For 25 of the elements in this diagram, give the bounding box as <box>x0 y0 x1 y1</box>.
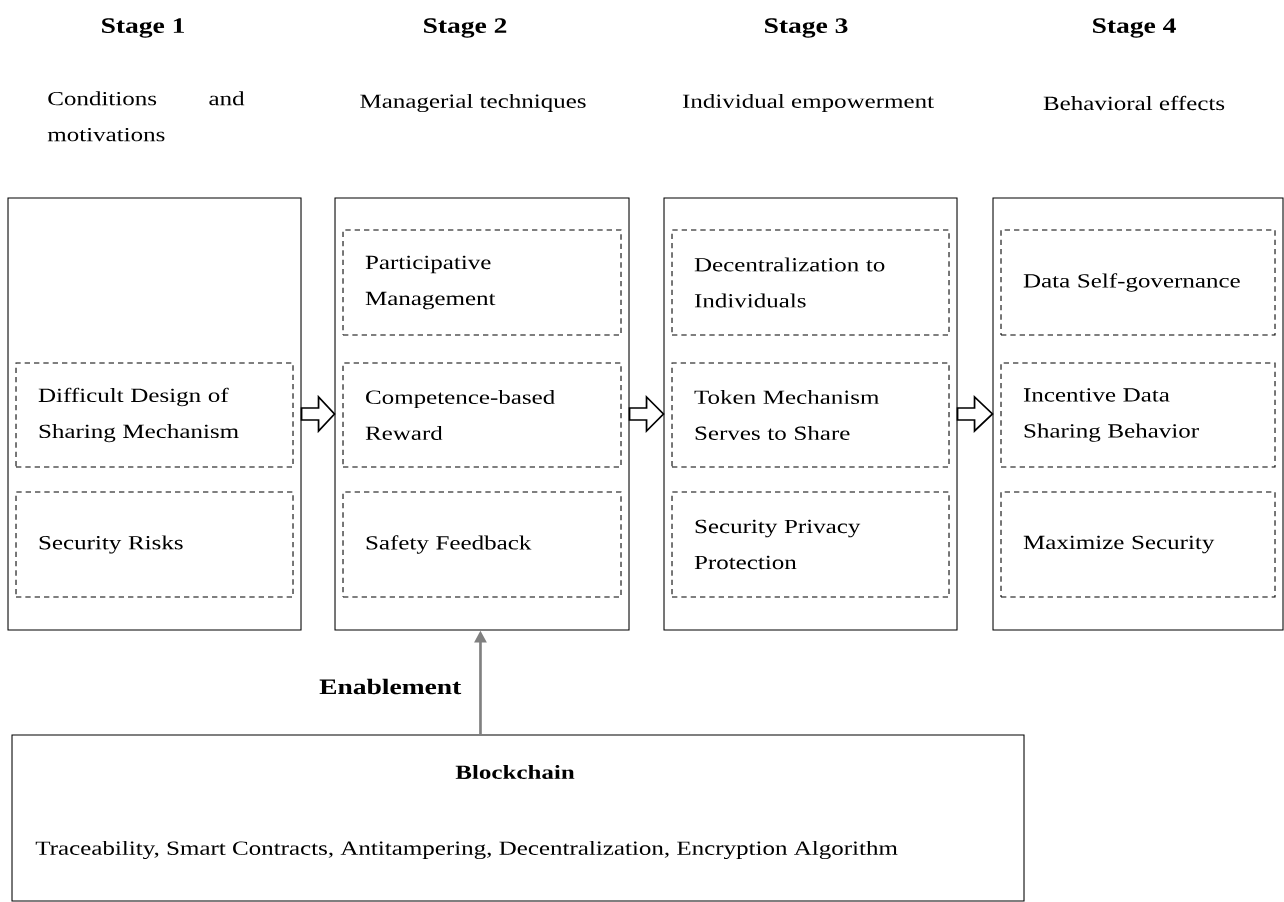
stage-heading: Stage 4 <box>1093 18 1176 38</box>
dashed-box: Data Self-governance <box>1000 229 1276 336</box>
edge-label: Enablement <box>319 678 462 695</box>
stage-heading: Stage 1 <box>102 18 184 38</box>
stage-heading: Stage 2 <box>424 18 507 38</box>
dashed-box: Security Risks <box>15 491 294 598</box>
dashed-box: Security Privacy Protection <box>671 491 950 598</box>
dashed-box: Incentive Data Sharing Behavior <box>1000 362 1276 468</box>
dashed-box: Difficult Design of Sharing Mechanism <box>15 362 294 468</box>
heading: Blockchain <box>455 764 575 779</box>
dashed-box: Participative Management <box>342 229 622 336</box>
stage-subtitle: Managerial techniques <box>360 93 586 113</box>
stage-heading: Stage 3 <box>765 18 848 38</box>
hollow-arrow <box>956 394 994 433</box>
text: Traceability, Smart Contracts, Antitampering, Decentralization, Encryption Algorithm <box>35 840 898 860</box>
hollow-arrow <box>628 394 665 434</box>
dashed-box: Competence-based Reward <box>342 362 622 468</box>
stage-subtitle: Behavioral effects <box>1043 95 1225 111</box>
hollow-arrow <box>300 394 336 434</box>
dashed-box: Safety Feedback <box>342 491 622 598</box>
stage-subtitle: Individual empowerment <box>682 93 934 113</box>
dashed-box: Decentralization to Individuals <box>671 229 950 336</box>
dashed-box: Maximize Security <box>1000 491 1276 598</box>
stage-subtitle: Conditions and motivations <box>47 91 245 142</box>
dashed-box: Token Mechanism Serves to Share <box>671 362 950 468</box>
